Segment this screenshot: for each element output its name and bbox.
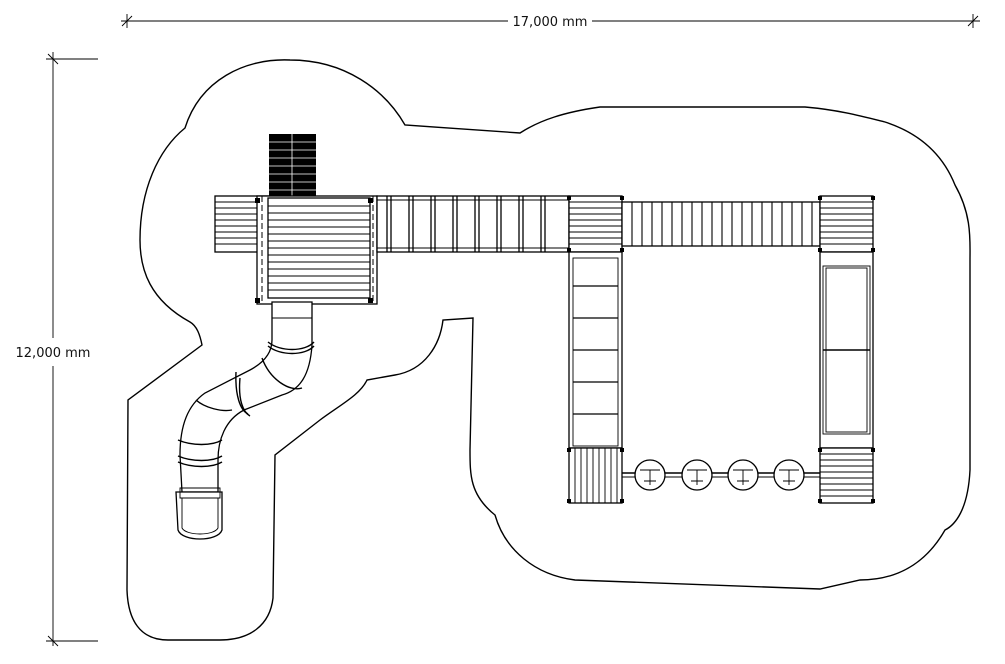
height-dimension-label: 12,000 mm: [16, 346, 91, 361]
safety-zone-outline: [126, 59, 971, 641]
wheel-icon: [681, 459, 713, 491]
ladder-bridge-top: [621, 201, 821, 247]
height-dimension: 12,000 mm: [16, 52, 98, 647]
climber-vertical-right: [819, 251, 874, 449]
platform-top-middle: [567, 195, 624, 253]
platform-bottom-left: [567, 447, 624, 504]
spinner-wheels: [622, 459, 820, 491]
wheel-icon: [727, 459, 759, 491]
tower-deck: [255, 195, 378, 305]
platform-bottom-right: [818, 447, 875, 504]
width-dimension-label: 17,000 mm: [513, 15, 588, 30]
tower-roof: [269, 134, 316, 198]
rope-bridge: [376, 195, 570, 253]
platform-top-right: [818, 195, 875, 253]
wheel-icon: [634, 459, 666, 491]
wheel-icon: [773, 459, 805, 491]
ladder-vertical-left: [568, 251, 623, 449]
width-dimension: 17,000 mm: [121, 14, 980, 30]
tube-slide: [175, 301, 315, 540]
